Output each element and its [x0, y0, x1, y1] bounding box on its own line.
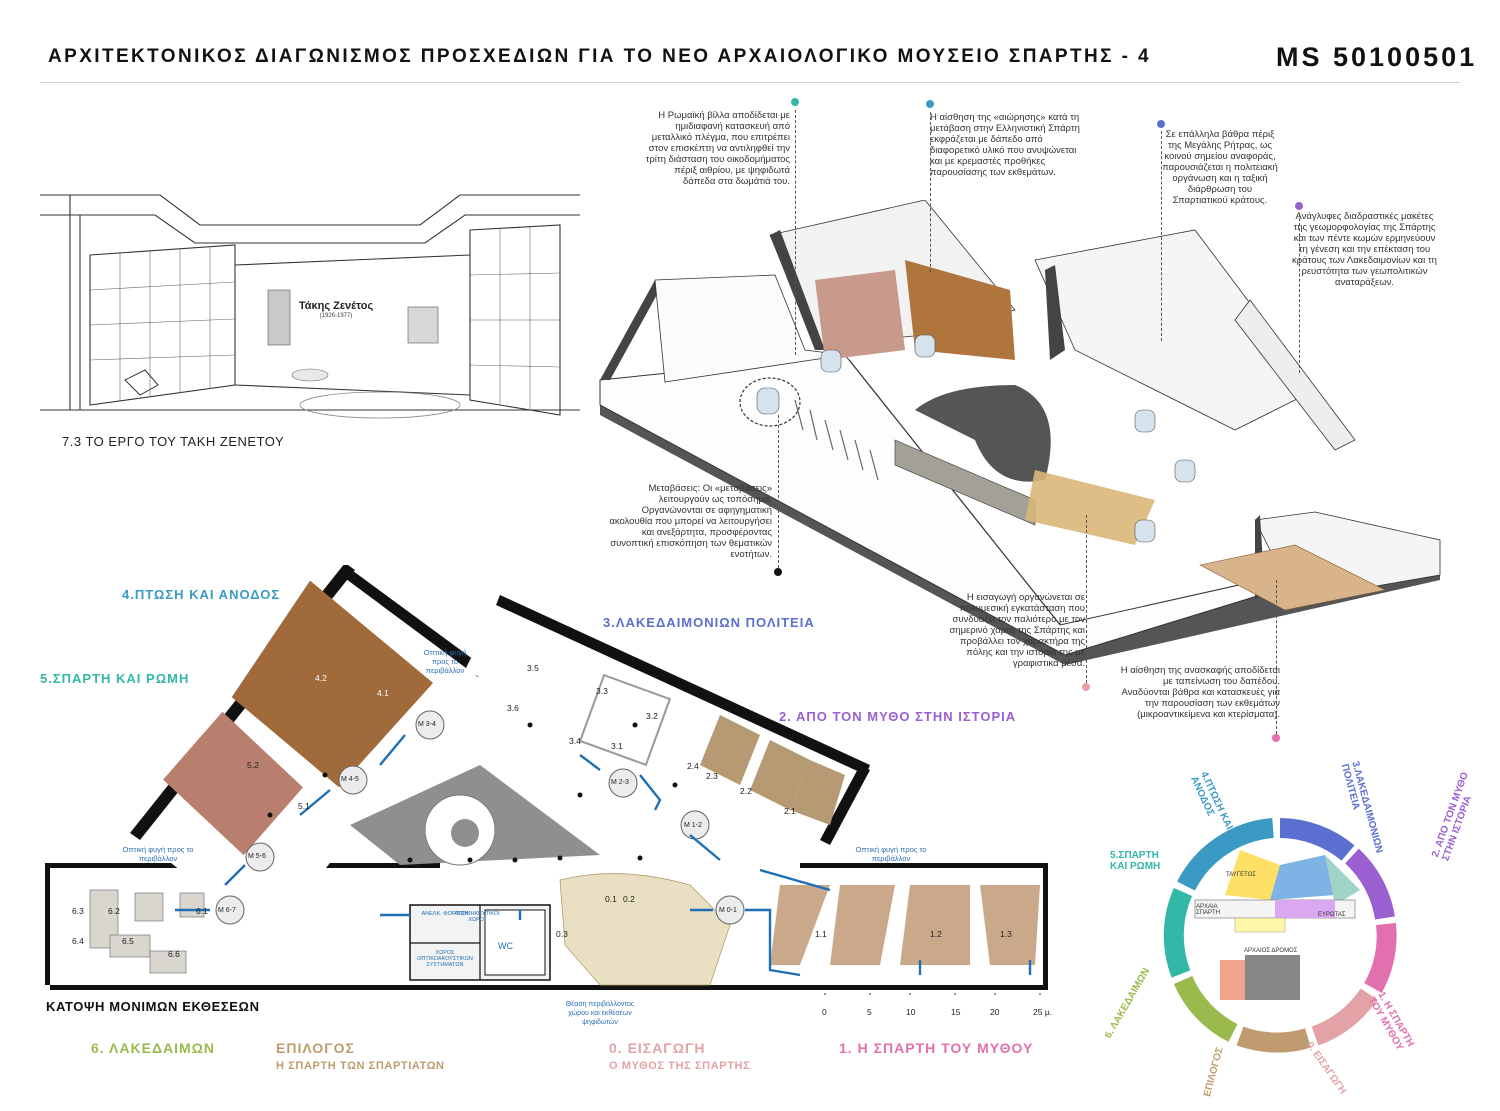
- section-2-heading: 2. ΑΠΟ ΤΟΝ ΜΥΘΟ ΣΤΗΝ ΙΣΤΟΡΙΑ: [779, 709, 1017, 724]
- leader-levitation: [930, 112, 931, 272]
- room-4-2: 4.2: [315, 673, 327, 683]
- view-label-3: Οπτική φυγή προς το περιβάλλον: [855, 845, 927, 863]
- room-6-1: 6.1: [196, 906, 208, 916]
- scale-20: 20: [990, 1007, 1000, 1017]
- note-dot-models: [1295, 202, 1303, 210]
- legend-epilogue-sub: Η ΣΠΑΡΤΗ ΤΩΝ ΣΠΑΡΤΙΑΤΩΝ: [276, 1060, 445, 1072]
- center-taygetos: ΤΑΥΓΕΤΟΣ: [1226, 872, 1257, 878]
- room-6-3: 6.3: [72, 906, 84, 916]
- note-dot-intro: [1082, 683, 1090, 691]
- room-6-5: 6.5: [122, 936, 134, 946]
- plan-caption: ΚΑΤΟΨΗ ΜΟΝΙΜΩΝ ΕΚΘΕΣΕΩΝ: [46, 999, 260, 1014]
- transition-m2-3: Μ 2-3: [611, 779, 629, 786]
- room-3-3: 3.3: [596, 686, 608, 696]
- entry-code: MS 50100501: [1276, 42, 1478, 72]
- note-dot-excavation: [1272, 734, 1280, 742]
- leader-excavation: [1276, 580, 1277, 734]
- room-av-systems: ΧΩΡΟΣ ΟΠΤΙΚΟΑΚΟΥΣΤΙΚΩΝ ΣΥΣΤΗΜΑΤΩΝ: [417, 950, 473, 968]
- note-roman-villa: Η Ρωμαϊκή βίλλα αποδίδεται με ημιδιαφανή…: [645, 110, 790, 187]
- room-2-4: 2.4: [687, 761, 699, 771]
- room-2-1: 2.1: [784, 806, 796, 816]
- room-3-4: 3.4: [569, 736, 581, 746]
- section-5-heading: 5.ΣΠΑΡΤΗ ΚΑΙ ΡΩΜΗ: [40, 671, 190, 686]
- center-eurotas: ΕΥΡΩΤΑΣ: [1318, 912, 1346, 918]
- scale-0: 0: [822, 1007, 827, 1017]
- zenetos-sketch: [40, 194, 580, 419]
- legend-epilogue: ΕΠΙΛΟΓΟΣ: [276, 1040, 355, 1056]
- room-3-6: 3.6: [507, 703, 519, 713]
- transition-highlight-ring: [739, 377, 801, 427]
- page-title: ΑΡΧΙΤΕΚΤΟΝΙΚΟΣ ΔΙΑΓΩΝΙΣΜΟΣ ΠΡΟΣΧΕΔΙΩΝ ΓΙ…: [48, 46, 1151, 67]
- scale-10: 10: [906, 1007, 916, 1017]
- note-models: Ανάγλυφες διαδραστικές μακέτες της γεωμο…: [1292, 211, 1437, 288]
- leader-rhetra: [1161, 131, 1162, 341]
- note-rhetra: Σε επάλληλα βάθρα πέριξ της Μεγάλης Ρήτρ…: [1162, 129, 1278, 206]
- header-rule: [40, 82, 1460, 83]
- leader-intro: [1086, 515, 1087, 683]
- wc-label: WC: [498, 941, 513, 951]
- room-loading: ΑΝΕΛΚ. ΦΟΡΤΙΩΝ: [421, 911, 469, 917]
- sketch-years: (1926-1977): [319, 313, 353, 319]
- transition-m4-5: Μ 4-5: [341, 776, 359, 783]
- leader-roman-villa: [795, 110, 796, 355]
- view-label-surroundings: Θέαση περιβάλλοντος χώρου και εκθέσεων ψ…: [565, 1001, 635, 1026]
- room-3-1: 3.1: [611, 741, 623, 751]
- note-transitions: Μεταβάσεις: Οι «μεταβάσεις» λειτουργούν …: [609, 483, 772, 560]
- room-4-1: 4.1: [377, 688, 389, 698]
- note-excavation: Η αίσθηση της ανασκαφής αποδίδεται με τα…: [1120, 665, 1280, 720]
- leader-transitions: [778, 415, 779, 568]
- room-2-3: 2.3: [706, 771, 718, 781]
- room-0-2: 0.2: [623, 894, 635, 904]
- note-intro: Η εισαγωγή οργανώνεται σε πολυμεσική εγκ…: [949, 592, 1085, 669]
- room-1-2: 1.2: [930, 929, 942, 939]
- note-dot-levitation: [926, 100, 934, 108]
- room-3-5: 3.5: [527, 663, 539, 673]
- note-dot-roman-villa: [791, 98, 799, 106]
- scale-5: 5: [867, 1007, 872, 1017]
- scale-15: 15: [951, 1007, 961, 1017]
- room-1-1: 1.1: [815, 929, 827, 939]
- legend-6: 6. ΛΑΚΕΔΑΙΜΩΝ: [91, 1040, 216, 1056]
- room-6-6: 6.6: [168, 949, 180, 959]
- center-road: ΑΡΧΑΙΟΣ ΔΡΟΜΟΣ: [1244, 948, 1298, 954]
- leader-models: [1299, 213, 1300, 373]
- legend-1: 1. Η ΣΠΑΡΤΗ ΤΟΥ ΜΥΘΟΥ: [839, 1040, 1034, 1056]
- view-label-2: Οπτική φυγή προς το περιβάλλον: [122, 845, 194, 863]
- floor-plan: [45, 565, 1048, 995]
- cycle-label-6: 6. ΛΑΚΕΔΑΙΜΩΝ: [1103, 966, 1153, 1041]
- transition-m3-4: Μ 3-4: [418, 721, 436, 728]
- scale-25: 25 μ.: [1033, 1007, 1053, 1017]
- room-6-4: 6.4: [72, 936, 84, 946]
- center-sparta: ΑΡΧΑΙΑ ΣΠΑΡΤΗ: [1196, 904, 1221, 916]
- sketch-caption: 7.3 ΤΟ ΕΡΓΟ ΤΟΥ ΤΑΚΗ ΖΕΝΕΤΟΥ: [62, 434, 285, 449]
- cycle-label-5: 5.ΣΠΑΡΤΗ ΚΑΙ ΡΩΜΗ: [1110, 850, 1161, 872]
- room-2-2: 2.2: [740, 786, 752, 796]
- room-0-3: 0.3: [556, 929, 568, 939]
- museum-axonometric: [599, 200, 1441, 665]
- transition-m6-7: Μ 6-7: [218, 907, 236, 914]
- legend-0: 0. ΕΙΣΑΓΩΓΗ: [609, 1040, 706, 1056]
- room-1-3: 1.3: [1000, 929, 1012, 939]
- section-4-heading: 4.ΠΤΩΣΗ ΚΑΙ ΑΝΟΔΟΣ: [122, 587, 281, 602]
- room-6-2: 6.2: [108, 906, 120, 916]
- room-5-1: 5.1: [298, 801, 310, 811]
- cycle-label-2: 2. ΑΠΟ ΤΟΝ ΜΥΘΟ ΣΤΗΝ ΙΣΤΟΡΙΑ: [1430, 770, 1475, 863]
- narrative-cycle-diagram: [1163, 818, 1397, 1053]
- note-dot-rhetra: [1157, 120, 1165, 128]
- room-3-2: 3.2: [646, 711, 658, 721]
- view-label-1: Οπτική φυγή προς το περιβάλλον: [423, 648, 467, 675]
- note-levitation: Η αίσθηση της «αιώρησης» κατά τη μετάβασ…: [930, 112, 1080, 178]
- transition-m1-2: Μ 1-2: [684, 822, 702, 829]
- section-3-heading: 3.ΛΑΚΕΔΑΙΜΟΝΙΩΝ ΠΟΛΙΤΕΙΑ: [603, 615, 815, 630]
- transition-m5-6: Μ 5-6: [248, 853, 266, 860]
- room-0-1: 0.1: [605, 894, 617, 904]
- room-5-2: 5.2: [247, 760, 259, 770]
- room-stores: ΑΠΟΘΗΚΕΥΤΙΚΟΙ ΧΩΡΟΙ: [454, 911, 500, 923]
- legend-0-sub: Ο ΜΥΘΟΣ ΤΗΣ ΣΠΑΡΤΗΣ: [609, 1060, 751, 1072]
- note-dot-transitions: [774, 568, 782, 576]
- sketch-name: Τάκης Ζενέτος: [298, 300, 374, 312]
- transition-m0-1: Μ 0-1: [719, 907, 737, 914]
